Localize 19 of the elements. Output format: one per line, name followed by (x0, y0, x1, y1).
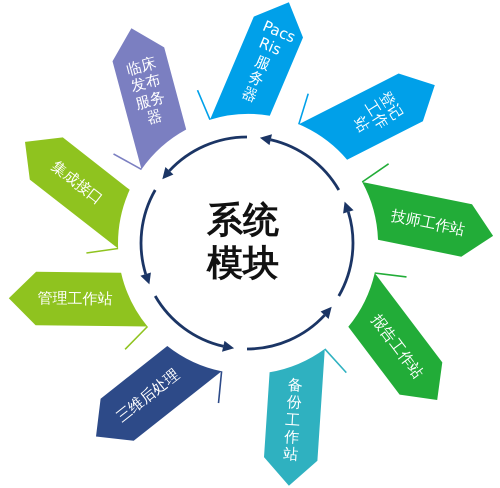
banner-label: 集成接口 (48, 157, 106, 208)
arrow-banner (25, 137, 130, 249)
banner-label: 技师工作站 (390, 206, 467, 239)
arrow-banner (112, 28, 187, 170)
arrow-banner (95, 346, 222, 441)
arrow-banner (362, 181, 494, 257)
banner-label: 备份工作站 (282, 376, 304, 464)
banner-label: Pacs Ris 服务器 (238, 16, 300, 108)
banner-label: 临床发布服务器 (124, 54, 168, 129)
arrow-banner (348, 273, 443, 401)
banner-label: 报告工作站 (368, 312, 427, 382)
arrow-banner (8, 271, 148, 327)
banner-label: 管理工作站 (37, 290, 112, 308)
arrow-banner (263, 348, 325, 486)
banner-label: 登记工作站 (349, 88, 406, 137)
arrow-banner (298, 73, 435, 160)
arrow-banner (209, 2, 304, 120)
banner-label: 三维后处理 (113, 366, 183, 426)
center-title: 系统模块 (205, 198, 281, 286)
